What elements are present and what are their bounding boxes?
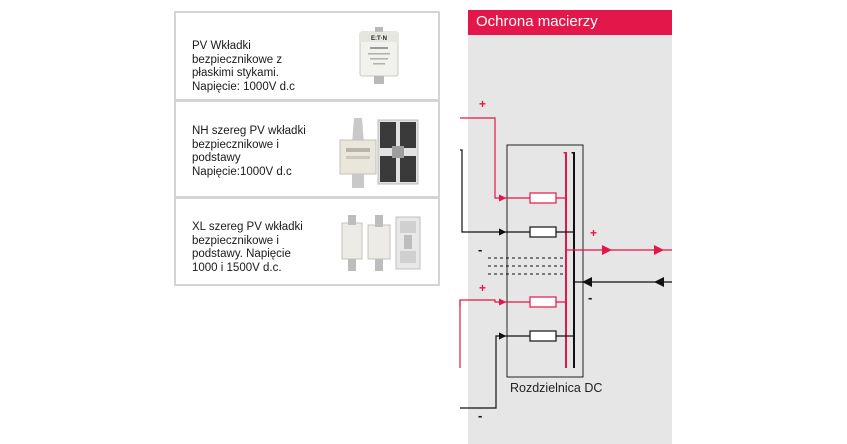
brand-logo: E:T·N — [371, 36, 387, 42]
flat-contact-fuse-icon: E:T·N — [359, 27, 399, 84]
output-negative-arrow — [654, 277, 664, 287]
busbar-plus-sign: - — [563, 145, 567, 159]
string2-negative-wire — [460, 332, 507, 409]
output-minus: - — [588, 290, 592, 305]
string2-plus: + — [479, 281, 486, 295]
diagram-panel: Ochrona macierzy — [468, 10, 672, 444]
output-positive-arrow — [654, 245, 664, 255]
product-table: PV Wkładki bezpiecznikowe z płaskimi sty… — [174, 11, 440, 286]
diagram-header: Ochrona macierzy — [468, 10, 672, 35]
fuse-4 — [529, 330, 557, 342]
product-row-xl-fuse: XL szereg PV wkładki bezpiecznikowe i po… — [176, 196, 438, 286]
product-row-nh-fuse: NH szereg PV wkładki bezpiecznikowe i po… — [176, 99, 438, 196]
string1-plus: + — [479, 97, 486, 111]
product-description: NH szereg PV wkładki bezpiecznikowe i po… — [192, 125, 306, 178]
fuse-2 — [529, 226, 557, 238]
output-negative-arrow — [582, 277, 592, 287]
fuse-1 — [529, 192, 557, 204]
string2-minus: - — [478, 408, 482, 423]
string1-positive-wire — [460, 117, 507, 202]
diagram-title: Ochrona macierzy — [476, 13, 598, 30]
string1-negative-wire — [460, 149, 507, 236]
output-positive-arrow — [602, 245, 612, 255]
string2-positive-wire — [459, 298, 507, 306]
string1-minus: - — [478, 242, 482, 257]
dc-box — [506, 144, 584, 378]
nh-fuse-with-base-icon — [339, 118, 419, 188]
product-description: PV Wkładki bezpiecznikowe z płaskimi sty… — [192, 40, 295, 93]
busbar-minus-sign: - — [571, 145, 575, 159]
xl-fuse-set-icon — [341, 215, 421, 271]
product-row-flat-fuse: PV Wkładki bezpiecznikowe z płaskimi sty… — [176, 13, 438, 99]
dc-box-label: Rozdzielnica DC — [510, 381, 602, 395]
fuse-3 — [529, 296, 557, 308]
product-description: XL szereg PV wkładki bezpiecznikowe i po… — [192, 221, 303, 274]
output-plus: + — [590, 226, 597, 240]
